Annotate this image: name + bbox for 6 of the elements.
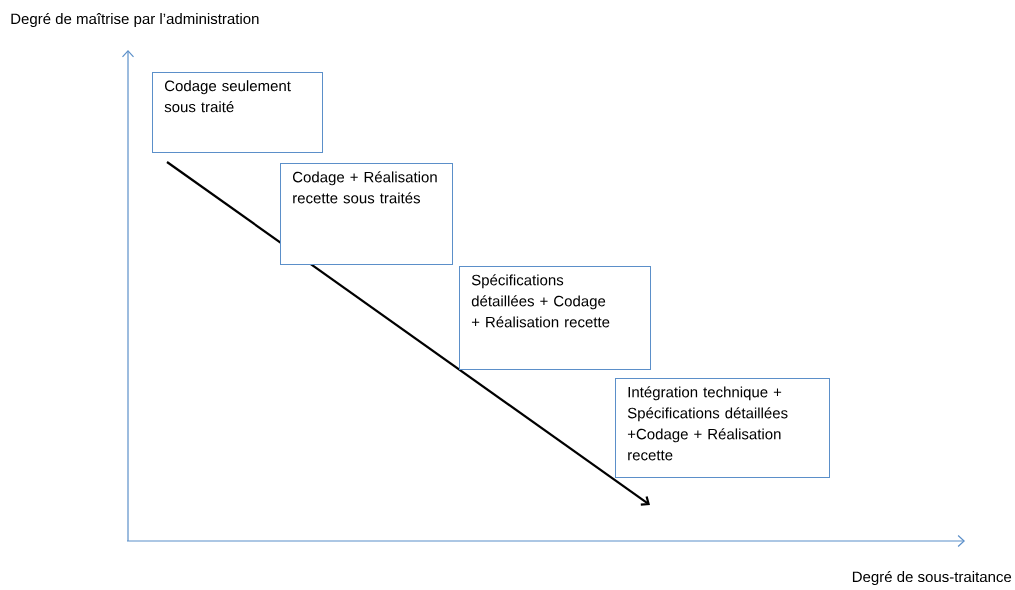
text-box: Intégration technique + Spécifications détaillées +Codage + Réalisation recette [615, 378, 830, 478]
axis-title: Degré de maîtrise par l’administration [11, 12, 259, 28]
text-box: Codage seulement sous traité [152, 72, 323, 153]
text-box: Spécifications détaillées + Codage + Réalisation recette [459, 266, 651, 370]
axis-title: Degré de sous-traitance [852, 570, 1012, 586]
text-box: Codage + Réalisation recette sous traités [280, 163, 453, 265]
